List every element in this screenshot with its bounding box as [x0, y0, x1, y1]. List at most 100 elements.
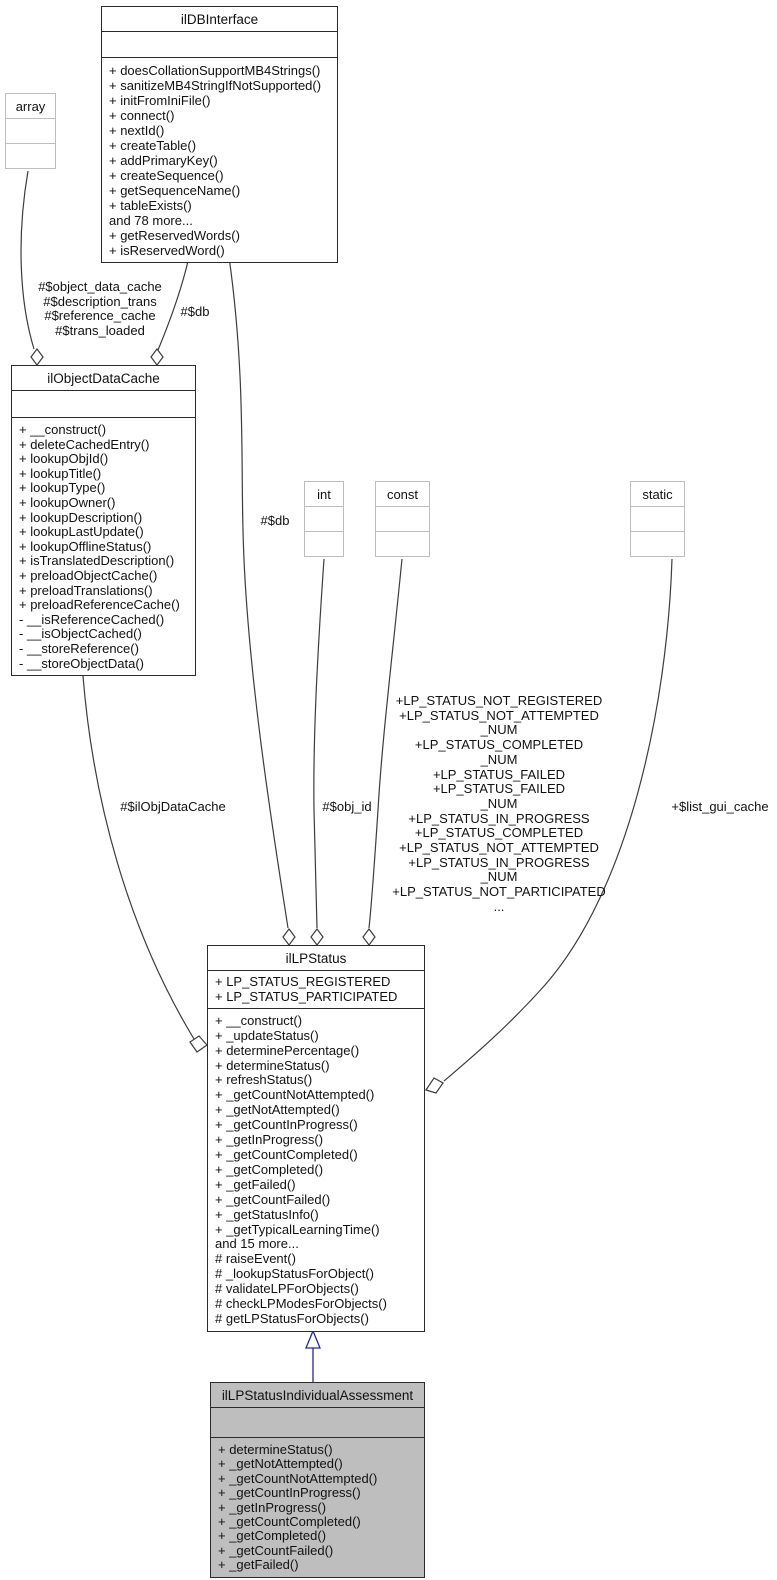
member-line: + lookupOwner() — [19, 494, 116, 510]
class-int: int — [304, 481, 344, 557]
class-illpstatus[interactable]: ilLPStatus + LP_STATUS_REGISTERED+ LP_ST… — [207, 945, 425, 1332]
member-line: + _getStatusInfo() — [215, 1206, 319, 1222]
member-line: and 15 more... — [215, 1236, 299, 1252]
class-title: ilLPStatus — [208, 946, 424, 971]
member-line: + _getNotAttempted() — [215, 1102, 340, 1118]
member-line: + deleteCachedEntry() — [19, 436, 150, 452]
member-line: + _getFailed() — [218, 1557, 299, 1573]
member-line: + _getInProgress() — [218, 1499, 327, 1515]
edge-label-lp-status-constants: +LP_STATUS_NOT_REGISTERED+LP_STATUS_NOT_… — [383, 693, 615, 915]
member-line: + lookupDescription() — [19, 509, 143, 525]
member-line: # raiseEvent() — [215, 1251, 296, 1267]
member-line: + _getTypicalLearningTime() — [215, 1221, 380, 1237]
aggregation-diamond-icon — [282, 928, 296, 946]
member-line: + isTranslatedDescription() — [19, 553, 175, 569]
edge-ilobjectdatacache-to-illpstatus — [82, 675, 195, 1040]
attributes-compartment — [211, 1408, 424, 1438]
edge-label-line: +LP_STATUS_FAILED — [432, 766, 566, 782]
edge-const-to-illpstatus — [368, 558, 403, 929]
aggregation-diamond-icon — [362, 928, 376, 946]
member-line: + __construct() — [19, 422, 107, 437]
member-line: + lookupObjId() — [19, 451, 109, 467]
member-line: + determineStatus() — [218, 1442, 333, 1457]
edge-label-line: +LP_STATUS_IN_PROGRESS — [408, 854, 590, 870]
member-line: + createSequence() — [109, 168, 224, 183]
member-line: - __storeObjectData() — [19, 655, 144, 671]
member-line: + _updateStatus() — [215, 1027, 319, 1043]
attributes-compartment: + LP_STATUS_REGISTERED+ LP_STATUS_PARTIC… — [208, 971, 424, 1009]
attributes-compartment — [305, 507, 343, 532]
aggregation-diamond-icon — [30, 348, 44, 366]
methods-compartment — [305, 532, 343, 556]
aggregation-diamond-icon — [189, 1035, 208, 1053]
attributes-compartment — [376, 507, 429, 532]
edge-label-line: _NUM — [480, 869, 518, 885]
class-illpstatusindividualassessment[interactable]: ilLPStatusIndividualAssessment + determi… — [210, 1382, 425, 1578]
member-line: + _getCountCompleted() — [218, 1514, 361, 1530]
member-line: and 78 more... — [109, 213, 193, 228]
member-line: + _getCountFailed() — [218, 1542, 334, 1558]
member-line: + LP_STATUS_PARTICIPATED — [215, 988, 398, 1004]
class-title: int — [305, 482, 343, 507]
edge-label-line: +LP_STATUS_NOT_ATTEMPTED — [399, 707, 599, 723]
member-line: + _getCompleted() — [218, 1528, 327, 1544]
member-line: + preloadReferenceCache() — [19, 597, 180, 613]
member-line: + createTable() — [109, 138, 197, 153]
member-line: + getReservedWords() — [109, 228, 240, 243]
edge-label-line: +LP_STATUS_COMPLETED — [414, 825, 584, 841]
member-line: + _getInProgress() — [215, 1132, 324, 1148]
edge-label-line: _NUM — [480, 795, 518, 811]
edge-ildbinterface-to-illpstatus — [228, 256, 289, 929]
edge-array-to-ilobjectdatacache — [20, 170, 35, 350]
edge-label-line: +LP_STATUS_NOT_REGISTERED — [395, 693, 603, 708]
class-ildbinterface[interactable]: ilDBInterface + doesCollationSupportMB4S… — [101, 6, 338, 263]
class-title: array — [6, 94, 55, 119]
member-line: + lookupLastUpdate() — [19, 524, 144, 540]
edge-label-line: #$trans_loaded — [55, 323, 145, 339]
methods-compartment: + __construct()+ deleteCachedEntry()+ lo… — [12, 418, 195, 675]
edge-label-line: +LP_STATUS_NOT_ATTEMPTED — [399, 840, 599, 856]
member-line: + lookupTitle() — [19, 465, 102, 481]
class-title: ilObjectDataCache — [12, 366, 195, 391]
attributes-compartment — [6, 119, 55, 144]
member-line: + _getCountInProgress() — [218, 1485, 361, 1501]
methods-compartment: + determineStatus()+ _getNotAttempted() +… — [211, 1438, 424, 1577]
class-title: ilLPStatusIndividualAssessment — [211, 1383, 424, 1408]
edge-label-line: _NUM — [480, 722, 518, 738]
edge-label-array-members: #$object_data_cache#$description_trans#$… — [36, 279, 164, 339]
aggregation-diamond-icon — [150, 348, 164, 366]
member-line: + refreshStatus() — [215, 1072, 313, 1088]
edge-label-line: #$reference_cache — [44, 308, 156, 324]
member-line: + nextId() — [109, 123, 165, 138]
edge-label-ilobjdatacache: #$ilObjDataCache — [120, 799, 226, 814]
member-line: # _lookupStatusForObject() — [215, 1266, 374, 1282]
class-ilobjectdatacache[interactable]: ilObjectDataCache + __construct()+ delet… — [11, 365, 196, 677]
attributes-compartment — [12, 391, 195, 418]
edge-label-db-to-cache: #$db — [180, 304, 210, 319]
edge-label-line: +LP_STATUS_NOT_PARTICIPATED — [392, 884, 606, 900]
edge-label-line: ... — [493, 898, 505, 914]
member-line: + doesCollationSupportMB4Strings() — [109, 63, 321, 78]
member-line: + preloadObjectCache() — [19, 567, 158, 583]
member-line: + _getCountInProgress() — [215, 1117, 358, 1133]
member-line: - __isObjectCached() — [19, 626, 142, 642]
member-line: + sanitizeMB4StringIfNotSupported() — [109, 78, 322, 93]
class-title: const — [376, 482, 429, 507]
edge-label-line: +LP_STATUS_COMPLETED — [414, 737, 584, 753]
methods-compartment — [6, 144, 55, 168]
edge-int-to-illpstatus — [313, 558, 325, 929]
aggregation-diamond-icon — [310, 928, 324, 946]
edge-label-line: +LP_STATUS_IN_PROGRESS — [408, 810, 590, 826]
member-line: + lookupOfflineStatus() — [19, 538, 152, 554]
member-line: + getSequenceName() — [109, 183, 241, 198]
edge-label-obj-id: #$obj_id — [322, 799, 372, 814]
edge-label-line: #$object_data_cache — [38, 279, 162, 294]
member-line: + _getNotAttempted() — [218, 1456, 343, 1472]
member-line: + tableExists() — [109, 198, 192, 213]
member-line: + initFromIniFile() — [109, 93, 211, 108]
member-line: + _getCountNotAttempted() — [215, 1087, 375, 1103]
class-title: ilDBInterface — [102, 7, 337, 32]
class-array: array — [5, 93, 56, 169]
